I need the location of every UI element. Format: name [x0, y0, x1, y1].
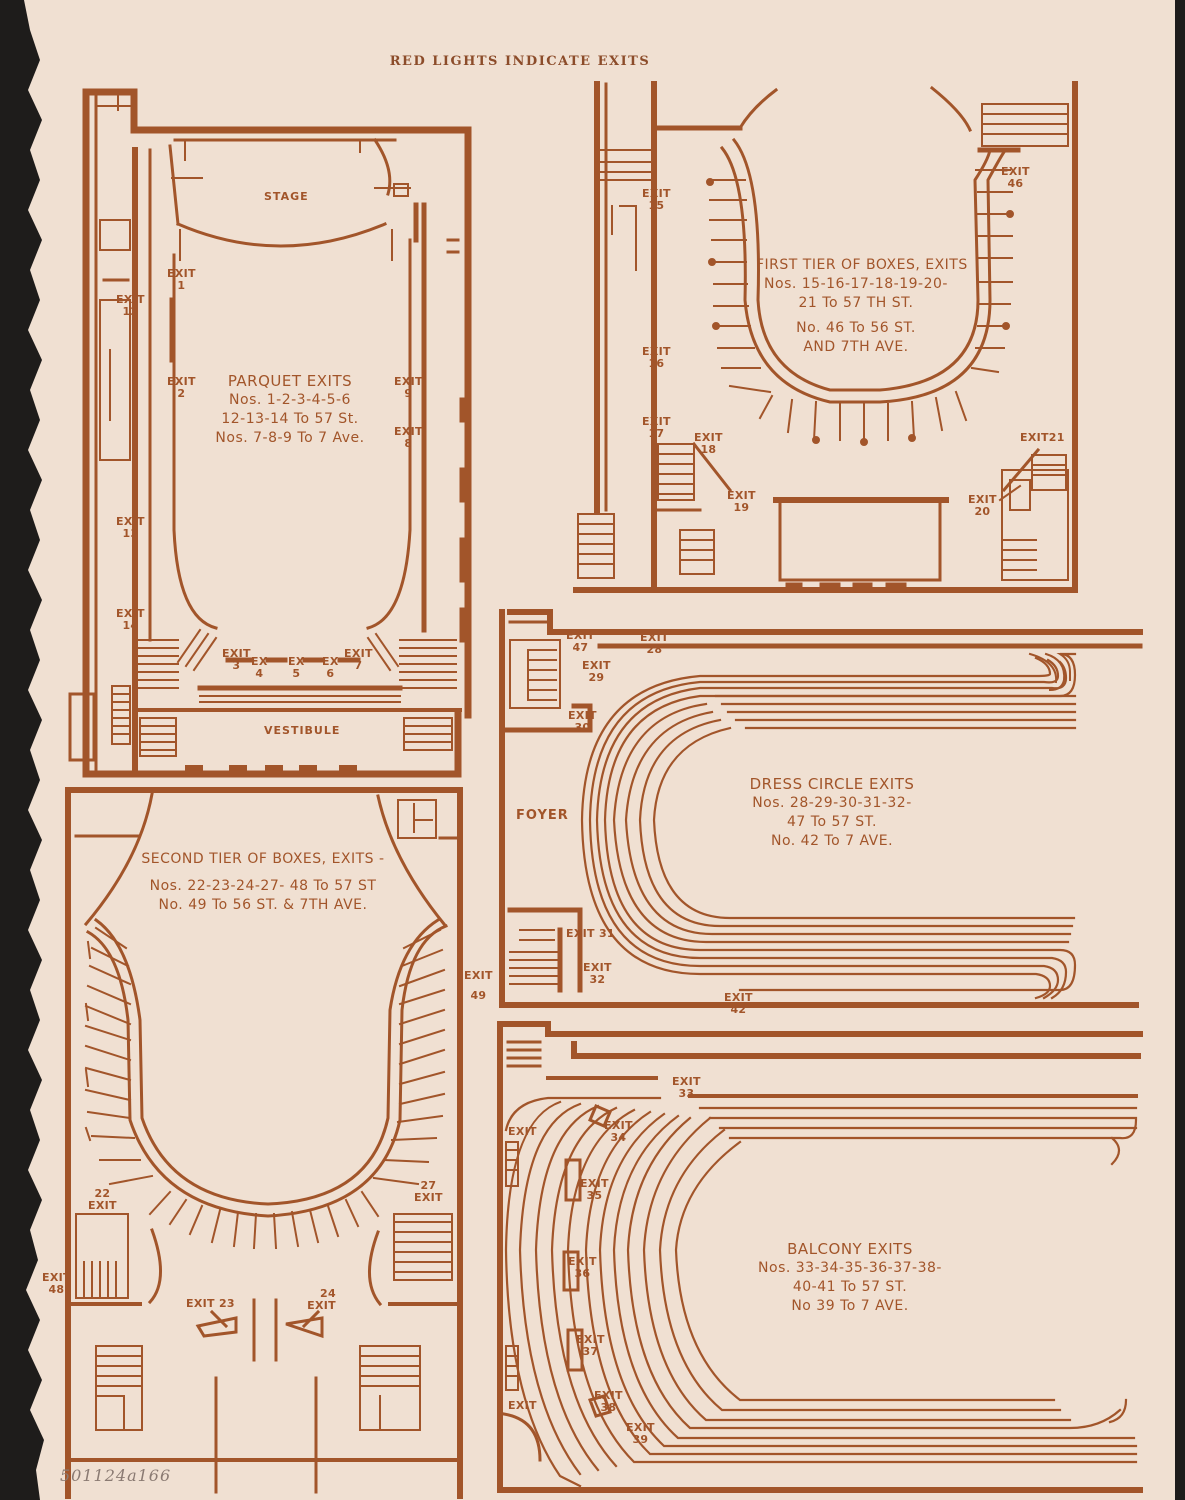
- dress-circle-exits-line: Nos. 28-29-30-31-32-: [752, 795, 912, 811]
- dress-circle-exits-line: No. 42 To 7 AVE.: [770, 833, 894, 849]
- parquet-exits-title: PARQUET EXITS: [227, 372, 353, 390]
- parquet-exits-line: Nos. 7-8-9 To 7 Ave.: [215, 430, 365, 446]
- page-heading: RED LIGHTS INDICATE EXITS: [389, 54, 651, 69]
- first-tier-exits-line: Nos. 15-16-17-18-19-20-: [764, 276, 948, 292]
- parquet-exits-line: Nos. 1-2-3-4-5-6: [229, 392, 351, 408]
- catalog-number: 501124a166: [60, 1466, 172, 1485]
- first-tier-plan: [573, 81, 1078, 593]
- balcony-exits-title: BALCONY EXITS: [787, 1240, 913, 1258]
- exit-marker: EXIT: [508, 1399, 537, 1412]
- balcony-exits-line: 40-41 To 57 ST.: [792, 1279, 908, 1295]
- stage-label: STAGE: [264, 190, 309, 203]
- first-tier-exits-line: No. 46 To 56 ST.: [796, 320, 916, 336]
- first-tier-exits-legend: FIRST TIER OF BOXES, EXITS Nos. 15-16-17…: [756, 256, 968, 357]
- parquet-plan: [68, 88, 472, 778]
- exit-marker: EXIT: [508, 1125, 537, 1138]
- second-tier-exits-legend: SECOND TIER OF BOXES, EXITS - Nos. 22-23…: [130, 850, 396, 915]
- dress-circle-plan: [499, 609, 1143, 1008]
- paper-sheet: [24, 0, 1175, 1500]
- second-tier-exits-line: Nos. 22-23-24-27- 48 To 57 ST: [149, 878, 377, 894]
- balcony-exits-line: No 39 To 7 AVE.: [791, 1298, 909, 1314]
- exit-marker: EXIT 31: [566, 927, 615, 940]
- balcony-exits-legend: BALCONY EXITS Nos. 33-34-35-36-37-38- 40…: [740, 1240, 960, 1316]
- parquet-exits-legend: PARQUET EXITS Nos. 1-2-3-4-5-6 12-13-14 …: [190, 372, 390, 448]
- first-tier-exits-line: AND 7TH AVE.: [803, 339, 909, 355]
- exit-marker: EXIT21: [1020, 431, 1065, 444]
- second-tier-plan: [65, 787, 463, 1499]
- first-tier-exits-line: 21 To 57 TH ST.: [798, 295, 914, 311]
- second-tier-exits-title: SECOND TIER OF BOXES, EXITS -: [141, 851, 385, 867]
- first-tier-exits-title: FIRST TIER OF BOXES, EXITS: [756, 257, 968, 273]
- vestibule-label: VESTIBULE: [264, 724, 341, 737]
- dress-circle-exits-legend: DRESS CIRCLE EXITS Nos. 28-29-30-31-32- …: [732, 775, 932, 851]
- second-tier-exits-line: No. 49 To 56 ST. & 7TH AVE.: [158, 897, 368, 913]
- balcony-exits-line: Nos. 33-34-35-36-37-38-: [758, 1260, 942, 1276]
- balcony-plan: [497, 1021, 1143, 1493]
- dress-circle-exits-title: DRESS CIRCLE EXITS: [749, 775, 915, 793]
- dress-circle-exits-line: 47 To 57 ST.: [787, 814, 877, 830]
- exit-marker: EXIT 23: [186, 1297, 235, 1310]
- parquet-exits-line: 12-13-14 To 57 St.: [221, 411, 359, 427]
- foyer-label: FOYER: [516, 808, 569, 823]
